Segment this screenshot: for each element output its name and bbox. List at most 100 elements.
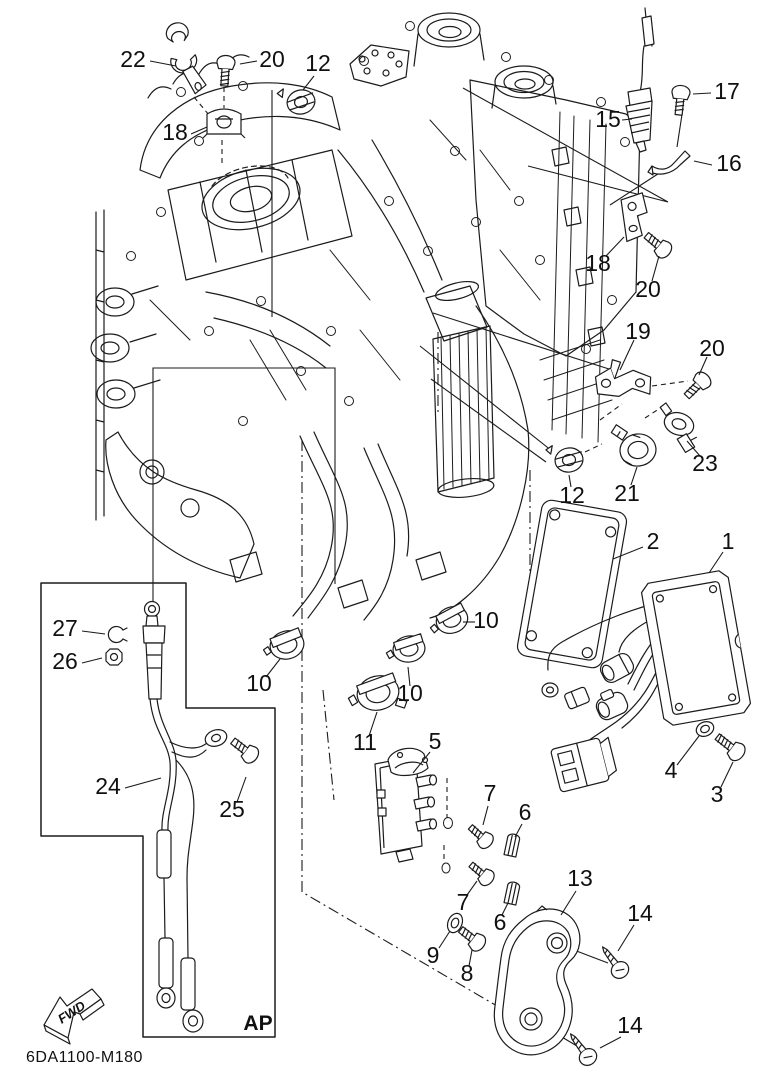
diagram-code: 6DA1100-M180	[26, 1049, 143, 1066]
part-bolt-8	[457, 926, 487, 952]
part-battery-cable-24	[142, 600, 228, 1033]
part-gasket-2	[516, 499, 628, 669]
leader-line-18	[190, 126, 208, 135]
callout-16: 16	[716, 150, 742, 176]
part-clamp-22	[165, 22, 207, 95]
leader-line-18	[605, 236, 625, 257]
part-screw-14-b	[569, 1033, 598, 1066]
callout-15: 15	[595, 106, 621, 132]
callout-17: 17	[714, 78, 740, 104]
callout-27: 27	[52, 615, 78, 641]
part-bracket-18-top	[202, 108, 246, 139]
leader-line-7	[466, 880, 478, 896]
callout-13: 13	[567, 865, 593, 891]
callout-14: 14	[627, 900, 653, 926]
leader-line-21	[630, 466, 638, 486]
part-washer-9	[446, 912, 464, 934]
ecu-body	[640, 570, 752, 726]
view-label: AP	[243, 1012, 272, 1035]
leader-line-11	[368, 711, 378, 737]
part-clamp-10-c	[385, 633, 426, 663]
callout-8: 8	[461, 960, 474, 986]
callout-18: 18	[585, 250, 611, 276]
part-clip-6-a	[503, 833, 521, 858]
assembly-centerline	[301, 440, 498, 1007]
callout-18: 18	[162, 119, 188, 145]
leader-line-13	[560, 890, 577, 916]
callout-3: 3	[711, 781, 724, 807]
part-cover-13	[493, 905, 581, 1056]
part-clip-27	[107, 625, 128, 644]
callout-1: 1	[722, 528, 735, 554]
callout-24: 24	[95, 773, 121, 799]
leader-line-17	[692, 92, 712, 95]
ecu-connector-round-2	[595, 688, 629, 721]
part-bolt-3	[714, 733, 746, 762]
leader-line-15	[621, 118, 633, 121]
part-bolt-20-far-right	[683, 371, 712, 400]
leader-line-9	[438, 930, 451, 949]
leader-line-6	[514, 823, 523, 838]
leader-line-22	[149, 60, 177, 67]
part-clamp-10-b	[262, 627, 305, 660]
callout-7: 7	[457, 889, 470, 915]
leader-line-2	[612, 546, 644, 560]
ecu-connector-round-1	[599, 652, 635, 684]
leader-line-8	[468, 949, 473, 967]
callout-21: 21	[614, 480, 640, 506]
callout-12: 12	[559, 482, 585, 508]
callout-14: 14	[617, 1012, 643, 1038]
leader-line-12	[302, 75, 315, 91]
callout-26: 26	[52, 648, 78, 674]
part-lever-16	[647, 150, 691, 176]
leader-line-3	[720, 761, 734, 788]
part-clip-6-b	[503, 881, 521, 906]
callout-11: 11	[353, 729, 377, 755]
callout-25: 25	[219, 796, 245, 822]
detail-box-battery-cable	[40, 582, 276, 1038]
leader-line-19	[619, 339, 635, 371]
leader-line-12	[568, 474, 572, 488]
part-sensor-15	[625, 7, 655, 153]
part-screw-14-a	[601, 946, 630, 979]
leader-line-6	[501, 902, 509, 916]
leader-line-20	[651, 255, 660, 282]
part-bolt-20-right	[643, 231, 673, 259]
leader-line-27	[81, 630, 106, 635]
callout-22: 22	[120, 46, 146, 72]
fwd-arrow: FWD	[43, 988, 105, 1045]
part-bracket-18-right	[620, 192, 648, 243]
part-bolt-20-top	[216, 54, 236, 87]
leader-line-16	[693, 160, 713, 166]
part-clamp-12-mid	[545, 445, 584, 473]
leader-line-10	[407, 666, 411, 687]
leader-line-5	[412, 751, 431, 774]
part-clamp-21	[610, 424, 657, 467]
part-bolt-7-b	[468, 861, 495, 887]
callout-20: 20	[259, 46, 285, 72]
part-bolt-25	[230, 737, 260, 764]
part-bracket-19	[594, 359, 652, 397]
part-clamp-12-top	[276, 88, 316, 115]
callout-5: 5	[429, 728, 442, 754]
part-clamp-10-a	[429, 602, 469, 634]
callout-10: 10	[473, 607, 499, 633]
callout-2: 2	[647, 528, 660, 554]
ecu-connector-main	[550, 736, 617, 793]
leader-line-1	[708, 551, 724, 574]
callout-6: 6	[494, 909, 507, 935]
leader-line-23	[686, 440, 701, 457]
callout-7: 7	[484, 780, 497, 806]
part-fuse-box-5	[374, 747, 438, 863]
leader-line-14	[599, 1036, 622, 1049]
leader-line-4	[676, 735, 700, 766]
part-clamp-23	[659, 402, 698, 454]
leader-line-14	[617, 924, 635, 952]
leader-line-24	[124, 777, 162, 789]
part-clamp-11	[347, 672, 408, 711]
callout-12: 12	[305, 50, 331, 76]
callout-23: 23	[692, 450, 718, 476]
callout-10: 10	[397, 680, 423, 706]
